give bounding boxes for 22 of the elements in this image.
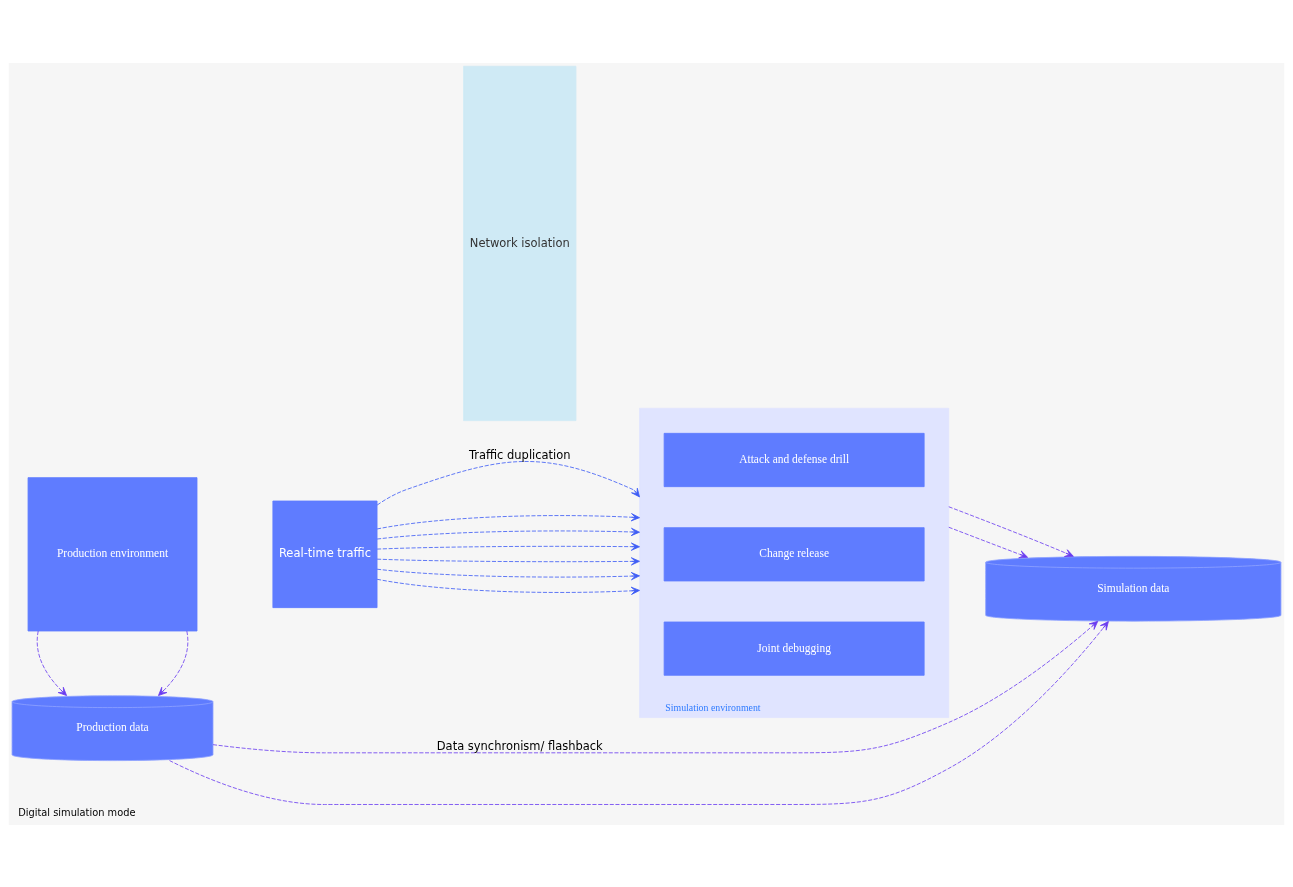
arrow — [948, 505, 1074, 557]
node-box: Network isolation — [463, 65, 577, 421]
caption: Digital simulation mode — [18, 806, 136, 818]
node-box: Change release — [663, 526, 925, 581]
arrow — [169, 620, 1109, 805]
arrow — [376, 556, 640, 565]
edge-label: Data synchronism/ flashback — [436, 738, 603, 753]
arrow — [376, 578, 640, 595]
node-box: Joint debugging — [663, 621, 925, 676]
arrow — [376, 460, 640, 505]
arrow — [158, 630, 189, 696]
node-box: Attack and defense drill — [663, 432, 925, 487]
arrow — [948, 526, 1029, 558]
arrow — [376, 527, 640, 539]
edge-label: Traffic duplication — [468, 447, 571, 462]
arrow — [36, 630, 67, 696]
node-box: Production environment — [27, 476, 198, 631]
arrow — [376, 542, 640, 551]
arrow — [212, 620, 1099, 753]
node-box: Real-time traffic — [272, 500, 378, 608]
arrow — [376, 568, 640, 580]
arrow — [376, 512, 640, 529]
